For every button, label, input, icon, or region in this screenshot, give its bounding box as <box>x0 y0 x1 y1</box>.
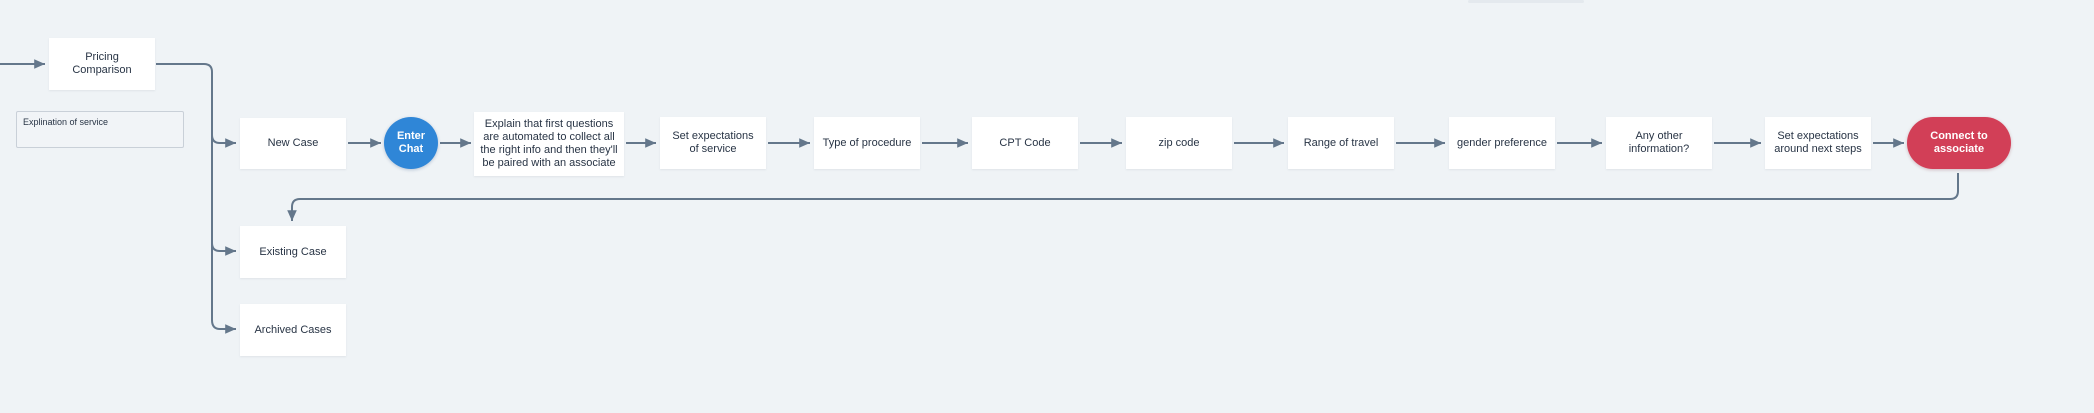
service-explanation-note-text: Explination of service <box>23 117 109 127</box>
enter-chat-label: Enter Chat <box>396 130 426 155</box>
existing-case-label: Existing Case <box>259 245 327 258</box>
set-expectations-service-node[interactable]: Set expectations of service <box>660 117 766 169</box>
enter-chat-node[interactable]: Enter Chat <box>384 117 438 169</box>
cpt-code-node[interactable]: CPT Code <box>972 117 1078 169</box>
any-other-information-label: Any other information? <box>1628 130 1690 155</box>
edge-bus-new-case <box>211 134 236 148</box>
explain-automation-label: Explain that first questions are automat… <box>480 118 618 169</box>
edge-connect-existing-case <box>287 173 1959 221</box>
archived-cases-label: Archived Cases <box>254 323 332 336</box>
gender-preference-node[interactable]: gender preference <box>1449 117 1555 169</box>
pricing-comparison-label: Pricing Comparison <box>72 51 132 76</box>
type-of-procedure-node[interactable]: Type of procedure <box>814 117 920 169</box>
new-case-node[interactable]: New Case <box>240 118 346 169</box>
new-case-label: New Case <box>267 137 319 149</box>
type-of-procedure-label: Type of procedure <box>822 136 912 149</box>
any-other-information-node[interactable]: Any other information? <box>1606 117 1712 169</box>
zip-code-label: zip code <box>1158 136 1200 149</box>
connect-to-associate-label: Connect to associate <box>1930 130 1988 155</box>
connect-to-associate-node[interactable]: Connect to associate <box>1907 117 2011 169</box>
set-expectations-service-label: Set expectations of service <box>672 130 754 155</box>
zip-code-node[interactable]: zip code <box>1126 117 1232 169</box>
service-explanation-note[interactable]: Explination of service <box>16 111 184 148</box>
pricing-comparison-node[interactable]: Pricing Comparison <box>49 38 155 90</box>
edge-pricing-bus <box>156 63 236 334</box>
existing-case-node[interactable]: Existing Case <box>240 226 346 278</box>
offscreen-node-edge <box>1468 0 1584 3</box>
cpt-code-label: CPT Code <box>999 136 1051 149</box>
gender-preference-label: gender preference <box>1457 136 1547 149</box>
set-expectations-next-steps-label: Set expectations around next steps <box>1774 130 1862 155</box>
range-of-travel-label: Range of travel <box>1303 136 1379 149</box>
edge-bus-existing-case <box>211 242 236 256</box>
set-expectations-next-steps-node[interactable]: Set expectations around next steps <box>1765 117 1871 169</box>
archived-cases-node[interactable]: Archived Cases <box>240 304 346 356</box>
range-of-travel-node[interactable]: Range of travel <box>1288 117 1394 169</box>
explain-automation-node[interactable]: Explain that first questions are automat… <box>474 112 624 176</box>
